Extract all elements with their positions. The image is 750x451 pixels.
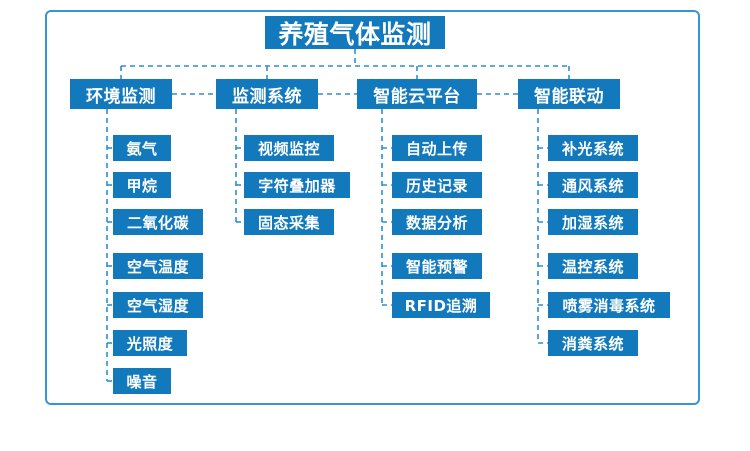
- node-leaf-2-1[interactable]: 视频监控: [244, 135, 334, 161]
- node-branch-4[interactable]: 智能联动: [518, 79, 620, 109]
- node-leaf-1-3[interactable]: 二氧化碳: [113, 209, 203, 235]
- node-root-title[interactable]: 养殖气体监测: [265, 16, 445, 49]
- node-leaf-4-4[interactable]: 温控系统: [548, 253, 638, 279]
- node-leaf-3-2[interactable]: 历史记录: [392, 172, 482, 198]
- node-leaf-3-1[interactable]: 自动上传: [392, 135, 482, 161]
- node-leaf-4-1[interactable]: 补光系统: [548, 135, 638, 161]
- node-leaf-2-3[interactable]: 固态采集: [244, 209, 334, 235]
- node-leaf-1-4[interactable]: 空气温度: [113, 253, 203, 279]
- node-leaf-1-5[interactable]: 空气湿度: [113, 292, 203, 318]
- node-leaf-3-5[interactable]: RFID追溯: [392, 292, 490, 318]
- node-leaf-1-6[interactable]: 光照度: [113, 330, 187, 356]
- node-leaf-3-3[interactable]: 数据分析: [392, 209, 482, 235]
- node-branch-2[interactable]: 监测系统: [216, 79, 318, 109]
- node-branch-3[interactable]: 智能云平台: [357, 79, 477, 109]
- node-leaf-1-2[interactable]: 甲烷: [113, 172, 171, 198]
- node-branch-1[interactable]: 环境监测: [70, 79, 172, 109]
- node-leaf-4-6[interactable]: 消粪系统: [548, 330, 638, 356]
- node-leaf-2-2[interactable]: 字符叠加器: [244, 172, 350, 198]
- node-leaf-3-4[interactable]: 智能预警: [392, 253, 482, 279]
- node-leaf-1-7[interactable]: 噪音: [113, 368, 171, 394]
- node-leaf-4-3[interactable]: 加湿系统: [548, 209, 638, 235]
- node-leaf-4-5[interactable]: 喷雾消毒系统: [548, 292, 670, 318]
- node-leaf-1-1[interactable]: 氨气: [113, 135, 171, 161]
- node-leaf-4-2[interactable]: 通风系统: [548, 172, 638, 198]
